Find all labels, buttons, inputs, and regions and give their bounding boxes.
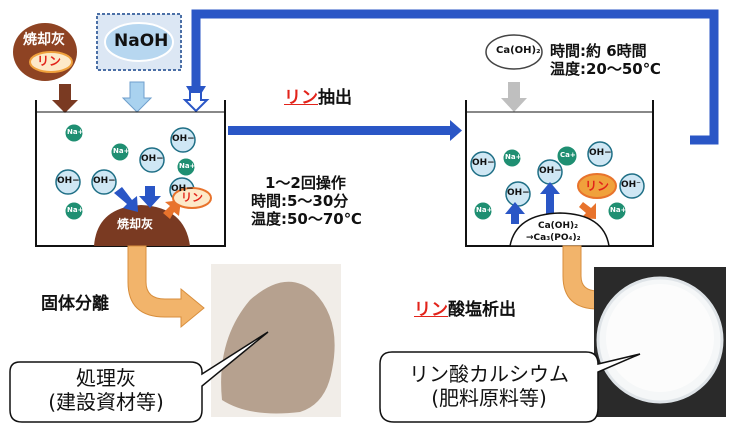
right-arrow-up xyxy=(505,202,525,224)
ion-label: OH− xyxy=(57,176,80,186)
right-conditions: 時間:約 6時間 温度:20〜50℃ xyxy=(550,42,661,78)
left-arrow-down xyxy=(139,186,161,208)
caoh2-ellipse xyxy=(485,34,543,70)
phosphorus-input-label: リン xyxy=(37,54,62,68)
ion-label: OH− xyxy=(171,184,194,194)
left-conditions: 1〜2回操作 時間:5〜30分 温度:50〜70℃ xyxy=(251,174,362,228)
ion-label: OH− xyxy=(172,134,195,144)
ion-label: OH− xyxy=(507,188,530,198)
ion-na xyxy=(64,201,84,221)
right-callout-text: リン酸カルシウム (肥料原料等) xyxy=(384,362,594,410)
ion-label: Na+ xyxy=(67,128,84,136)
extraction-label: リン抽出 xyxy=(284,90,352,107)
ion-oh xyxy=(587,141,613,167)
ion-na xyxy=(110,142,130,162)
extraction-text: 抽出 xyxy=(318,88,352,108)
left-callout-line1: 処理灰 xyxy=(76,366,136,390)
ion-label: Na+ xyxy=(113,147,130,155)
left-mound-label: 焼却灰 xyxy=(117,217,154,231)
ion-oh xyxy=(170,127,196,153)
recycle-input-arrow xyxy=(182,91,210,113)
caoh2-label: Ca(OH)₂ xyxy=(496,45,541,56)
extraction-arrow-shaft xyxy=(228,126,452,135)
ion-na xyxy=(473,201,493,221)
ion-oh xyxy=(139,147,165,173)
ion-oh xyxy=(470,151,496,177)
right-phosphorus-bubble xyxy=(577,173,617,199)
left-arrow-down xyxy=(114,187,138,212)
naoh-ellipse xyxy=(104,22,174,62)
ion-label: OH− xyxy=(472,158,495,168)
precipitation-label: リン酸塩析出 xyxy=(414,302,516,319)
mound-formula-line2: →Ca₃(PO₄)₂ xyxy=(526,233,581,243)
ion-na xyxy=(607,201,627,221)
right-callout-bubble xyxy=(379,351,641,423)
right-callout-line2: (肥料原料等) xyxy=(431,386,547,410)
ion-label: Na+ xyxy=(610,206,627,214)
right-conditions-line2: 温度:20〜50℃ xyxy=(550,60,661,78)
ion-oh xyxy=(619,173,645,199)
ion-label: Ca+ xyxy=(560,151,576,159)
left-callout-text: 処理灰 (建設資材等) xyxy=(14,366,198,414)
left-phosphorus-label: リン xyxy=(181,191,203,204)
naoh-label: NaOH xyxy=(114,31,169,51)
left-conditions-line2: 時間:5〜30分 xyxy=(251,192,349,210)
ion-oh xyxy=(55,169,81,195)
ion-label: Na+ xyxy=(476,206,493,214)
left-conditions-line3: 温度:50〜70℃ xyxy=(251,210,362,228)
precipitate-mound xyxy=(509,212,610,247)
extraction-highlight: リン xyxy=(284,88,318,108)
return-flow-arrow xyxy=(191,9,719,145)
right-ions xyxy=(470,141,645,221)
ion-label: OH− xyxy=(141,154,164,164)
ion-oh xyxy=(91,169,117,195)
precipitation-text: 酸塩析出 xyxy=(448,300,516,320)
phosphorus-bubble xyxy=(29,51,73,73)
right-phosphorus-label: リン xyxy=(585,179,610,193)
right-conditions-line1: 時間:約 6時間 xyxy=(550,42,647,60)
ion-na xyxy=(64,123,84,143)
ion-label: OH− xyxy=(589,148,612,158)
solid-separation-label: 固体分離 xyxy=(41,294,109,314)
ion-label: OH− xyxy=(539,166,562,176)
mound-formula-line1: Ca(OH)₂ xyxy=(538,221,579,231)
solid-separation-arrow xyxy=(127,245,205,329)
ash-input-arrow xyxy=(52,84,78,113)
calcium-phosphate-powder xyxy=(606,284,714,392)
right-oh-label-extra: OH⁻ xyxy=(621,180,641,190)
ion-na xyxy=(176,157,196,177)
ion-label: Na+ xyxy=(67,206,84,214)
ion-label: Na+ xyxy=(179,162,196,170)
right-arrow-up xyxy=(540,182,560,218)
right-callout-line1: リン酸カルシウム xyxy=(409,362,569,386)
ion-na xyxy=(502,148,522,168)
precipitation-highlight: リン xyxy=(414,300,448,320)
treated-ash-pile xyxy=(221,281,335,414)
left-phosphorus-bubble xyxy=(172,187,212,209)
left-callout-line2: (建設資材等) xyxy=(48,390,164,414)
right-arrow-down xyxy=(579,202,596,219)
ion-label: OH− xyxy=(93,176,116,186)
left-conditions-line1: 1〜2回操作 xyxy=(265,174,346,192)
ion-label: Na+ xyxy=(505,153,522,161)
caoh2-input-arrow xyxy=(501,82,527,112)
naoh-input-arrow xyxy=(121,81,153,113)
extraction-arrowhead xyxy=(450,120,462,141)
left-callout-bubble xyxy=(9,331,269,423)
ash-input-label: 焼却灰 xyxy=(23,32,65,48)
ion-ca xyxy=(556,145,578,167)
